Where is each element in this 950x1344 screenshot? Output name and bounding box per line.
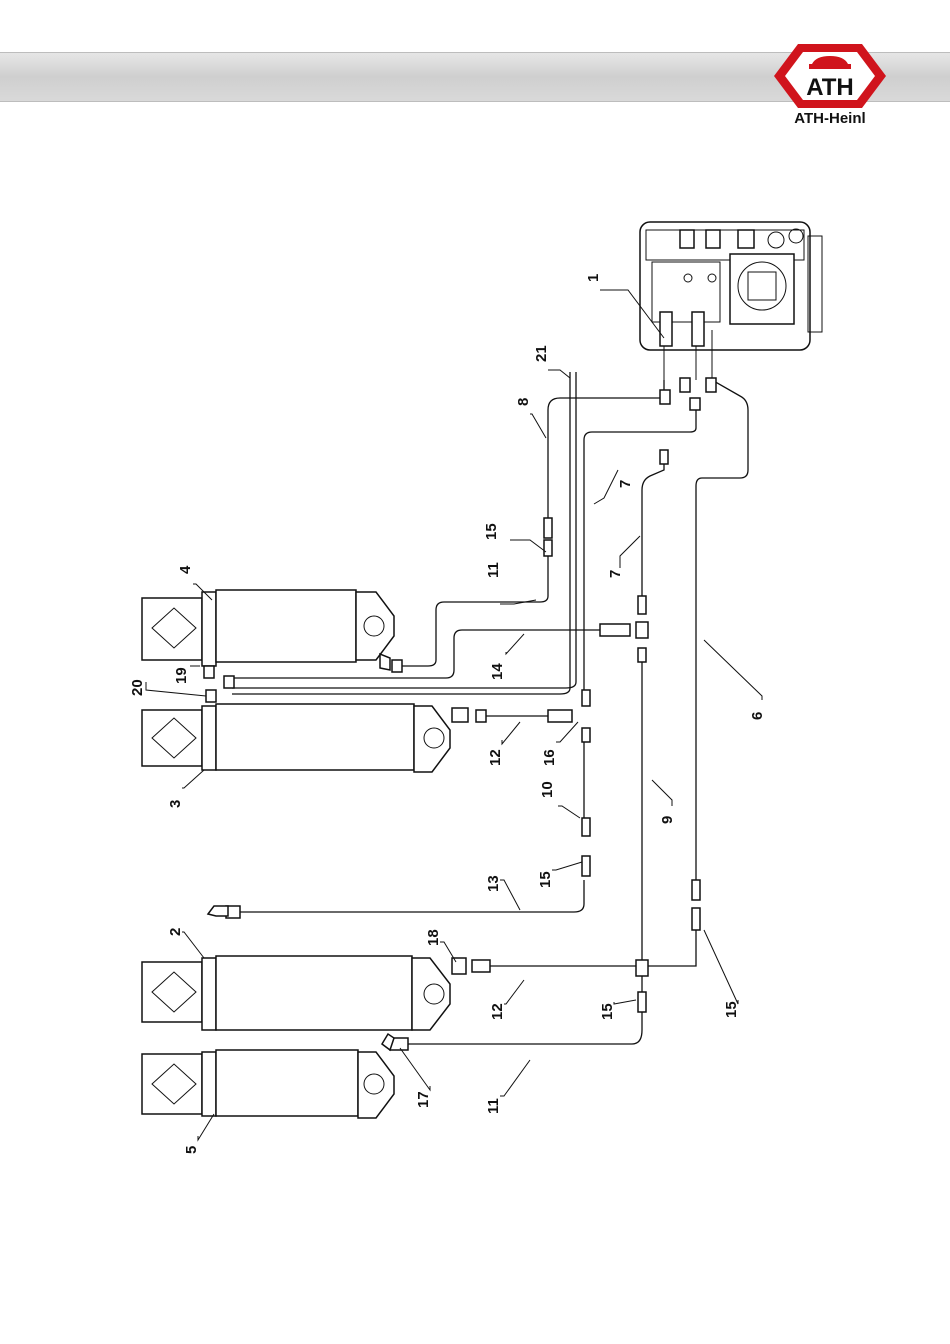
label-8: 8 <box>515 398 532 406</box>
cylinder-2 <box>142 956 450 1030</box>
label-12b: 12 <box>489 1003 506 1020</box>
cylinder-5 <box>142 1050 394 1118</box>
hose-6 <box>696 380 748 880</box>
label-11b: 11 <box>485 1098 502 1114</box>
label-21: 21 <box>533 345 550 362</box>
hose-13 <box>240 880 584 912</box>
label-17: 17 <box>415 1091 432 1108</box>
hose-7b <box>642 450 664 596</box>
label-9: 9 <box>659 816 676 824</box>
label-15b: 15 <box>537 871 554 888</box>
label-7a: 7 <box>617 480 634 488</box>
label-6: 6 <box>749 712 766 720</box>
hose-11a <box>400 556 548 666</box>
label-20: 20 <box>129 679 146 696</box>
label-3: 3 <box>167 800 184 808</box>
label-4: 4 <box>177 565 194 574</box>
label-12a: 12 <box>487 749 504 766</box>
hose-12b <box>490 920 696 966</box>
label-5: 5 <box>183 1146 200 1154</box>
label-14: 14 <box>489 663 506 680</box>
label-15a: 15 <box>483 523 500 540</box>
label-13: 13 <box>485 875 502 892</box>
label-11a: 11 <box>485 562 502 578</box>
label-7b: 7 <box>607 570 624 578</box>
label-10: 10 <box>539 781 556 798</box>
cylinder-3 <box>142 704 450 772</box>
cylinder-4 <box>142 590 394 666</box>
label-19: 19 <box>173 667 190 684</box>
power-unit <box>640 222 822 380</box>
hose-8 <box>548 380 664 520</box>
label-16: 16 <box>541 749 558 766</box>
label-2: 2 <box>167 928 184 936</box>
label-15c: 15 <box>599 1003 616 1020</box>
label-18: 18 <box>425 929 442 946</box>
label-1: 1 <box>585 274 602 282</box>
label-15d: 15 <box>723 1001 740 1018</box>
